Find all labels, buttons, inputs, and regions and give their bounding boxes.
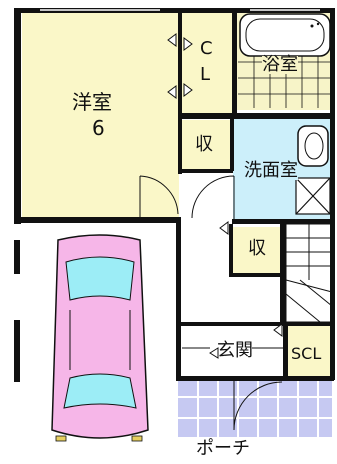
storage-upper-fill [181,120,230,170]
washroom-name: 洗面室 [244,160,298,181]
door-markers [167,33,283,359]
shoe-closet-fill [287,325,331,377]
car [51,234,149,442]
western-room-size: 6 [92,116,105,140]
bathtub [239,13,331,57]
storage-lower-fill [232,227,281,274]
walls [14,8,335,382]
washing-machine-space [295,177,331,215]
staircase [285,223,333,323]
wash-basin [297,125,329,167]
closet-label-line2: L [200,64,211,85]
closet-label-line1: C [200,38,213,59]
closet-fill [181,12,233,113]
entrance-name: 玄関 [217,340,253,361]
western-room-name: 洋室 [72,90,112,114]
storage-lower-name: 収 [248,238,266,259]
porch-name: ポーチ [196,438,250,459]
door-swings [139,175,283,431]
western-room-fill [22,10,179,219]
storage-upper-name: 収 [195,134,213,155]
porch-tiles [178,380,332,437]
shoe-closet-name: SCL [291,344,322,363]
bath-name: 浴室 [262,54,298,75]
